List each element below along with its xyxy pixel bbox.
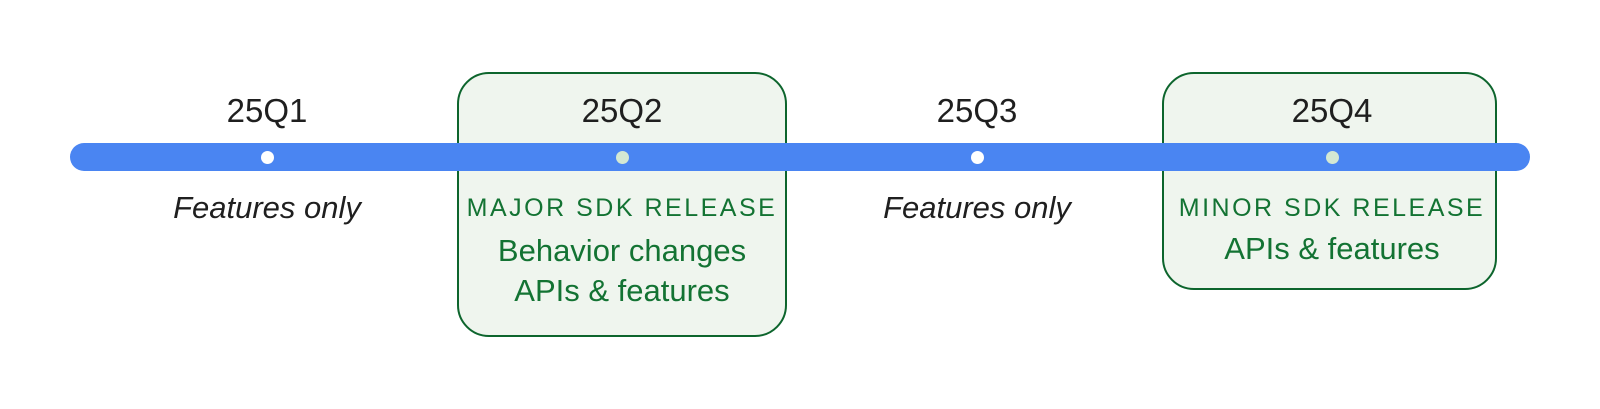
quarter-label-25q3: 25Q3 [936,92,1018,129]
release-card-25q4 [1162,72,1497,290]
quarter-note-25q1: Features only [173,190,361,225]
release-detail-apis-features-25q2: APIs & features [514,273,730,308]
release-card-25q2 [457,72,787,337]
release-heading-25q4: MINOR SDK RELEASE [1178,194,1486,222]
timeline-dot-25q2 [616,151,629,164]
release-heading-25q2: MAJOR SDK RELEASE [466,194,778,222]
quarter-note-25q3: Features only [883,190,1071,225]
timeline-dot-25q1 [261,151,274,164]
quarter-label-25q2: 25Q2 [581,92,663,129]
quarter-label-25q4: 25Q4 [1291,92,1373,129]
release-detail-apis-features-25q4: APIs & features [1224,231,1440,266]
timeline-bar [70,143,1530,171]
timeline-dot-25q3 [971,151,984,164]
timeline-dot-25q4 [1326,151,1339,164]
release-detail-behavior-changes: Behavior changes [497,233,747,268]
quarter-label-25q1: 25Q1 [226,92,308,129]
